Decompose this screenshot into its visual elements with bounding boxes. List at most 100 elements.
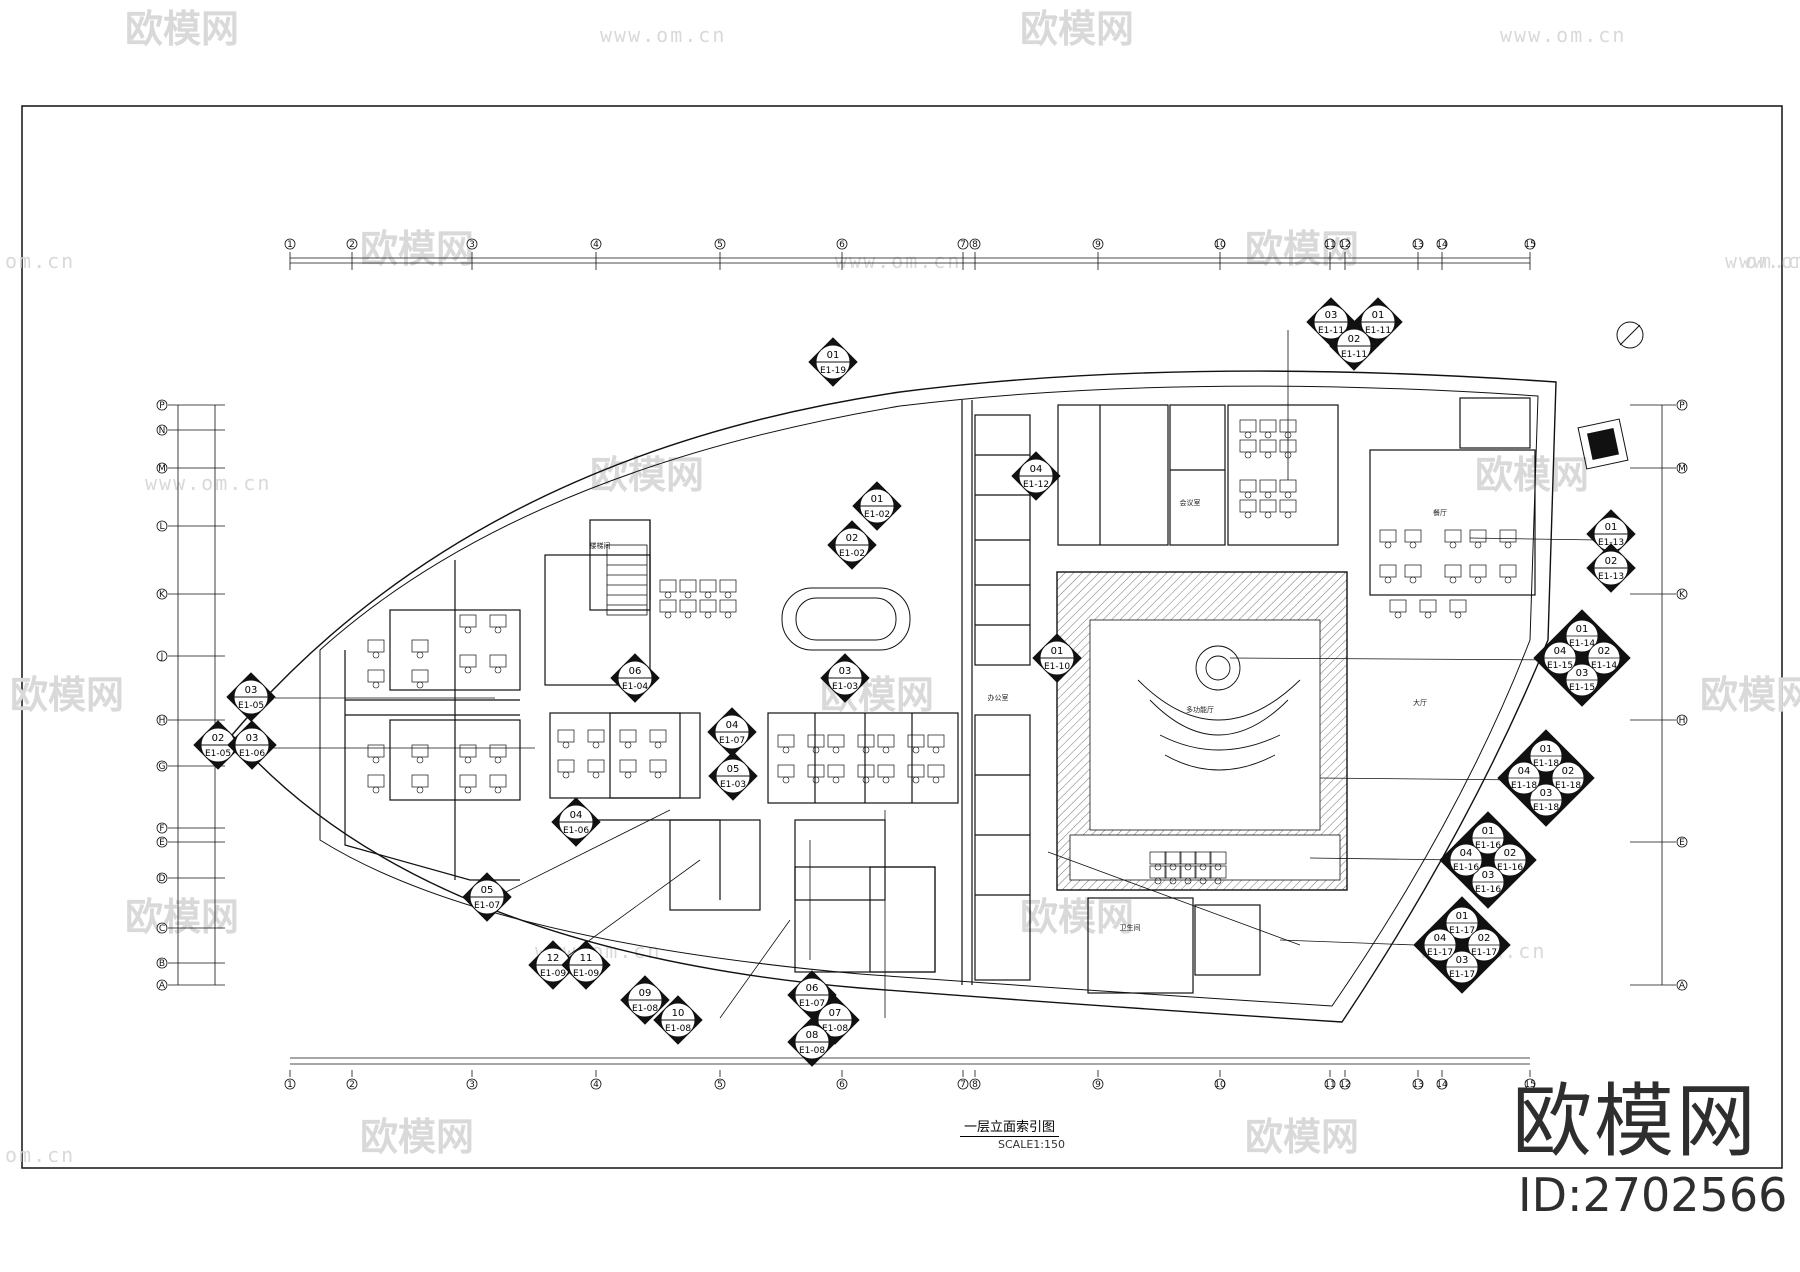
desk	[411, 744, 429, 758]
chair	[562, 771, 570, 779]
grid-column-label: 3	[469, 240, 475, 250]
tag-sheet: E1-18	[1533, 759, 1559, 769]
chair	[1284, 491, 1292, 499]
tag-number: 05	[481, 885, 494, 896]
grid-column-label: 5	[717, 240, 723, 250]
desk	[719, 599, 737, 613]
desk	[367, 744, 385, 758]
tag-number: 01	[1051, 646, 1064, 657]
grid-column-label: 10	[1214, 240, 1226, 250]
top-dimension-line	[290, 257, 1530, 264]
tag-number: 04	[1434, 933, 1447, 944]
watermark-url-short: om.cn	[5, 249, 75, 273]
desk	[489, 654, 507, 668]
tag-sheet: E1-11	[1365, 326, 1391, 336]
tag-number: 01	[1540, 744, 1553, 755]
conference-table	[781, 587, 911, 651]
grid-bubble	[156, 836, 168, 848]
tag-sheet: E1-17	[1471, 948, 1497, 958]
grid-column-label: 13	[1412, 240, 1423, 250]
tag-number: 01	[1372, 310, 1385, 321]
chair	[372, 756, 380, 764]
grid-row-label: A	[159, 981, 166, 991]
tag-sheet: E1-18	[1511, 781, 1537, 791]
chair	[1199, 877, 1207, 885]
desk	[699, 579, 717, 593]
grid-row-label: A	[1679, 981, 1686, 991]
grid-bubble	[156, 424, 168, 436]
chair	[1384, 576, 1392, 584]
chair	[1409, 541, 1417, 549]
chair	[654, 741, 662, 749]
chair	[1264, 451, 1272, 459]
grid-bubble	[156, 957, 168, 969]
grid-bubble	[156, 760, 168, 772]
tag-sheet: E1-07	[474, 901, 500, 911]
grid-bubble	[957, 238, 969, 250]
chair	[932, 746, 940, 754]
desk	[367, 774, 385, 788]
tag-sheet: E1-03	[720, 780, 746, 790]
tag-number: 04	[1460, 848, 1473, 859]
grid-column-label: 8	[972, 240, 978, 250]
grid-column-label: 4	[593, 1080, 599, 1090]
grid-bubble	[1676, 399, 1688, 411]
grid-column-label: 2	[349, 240, 355, 250]
elevator-icon	[1577, 418, 1629, 470]
grid-bubble	[284, 1078, 296, 1090]
grid-bubble	[969, 238, 981, 250]
tag-number: 04	[1030, 464, 1043, 475]
chair	[1214, 877, 1222, 885]
cluster-diamond	[1533, 609, 1631, 707]
leader-lines	[265, 330, 1599, 1019]
tag-number: 02	[846, 533, 859, 544]
desk	[619, 759, 637, 773]
desk	[1499, 564, 1517, 578]
grid-bubble	[1092, 1078, 1104, 1090]
grid-bubble	[1214, 1078, 1226, 1090]
tag-sheet: E1-15	[1547, 661, 1573, 671]
grid-bubble	[156, 922, 168, 934]
desk	[411, 774, 429, 788]
desk	[1259, 439, 1277, 453]
tag-sheet: E1-08	[822, 1024, 848, 1034]
watermark-url: www.om.cn	[600, 23, 726, 47]
grid-row-label: N	[159, 426, 166, 436]
grid-column-label: 15	[1524, 240, 1535, 250]
desk	[411, 639, 429, 653]
grid-bubble	[590, 1078, 602, 1090]
tag-sheet: E1-09	[540, 969, 566, 979]
room-label-meeting: 会议室	[1180, 498, 1201, 507]
tag-number: 02	[1598, 646, 1611, 657]
grid-column-label: 6	[839, 240, 845, 250]
tag-sheet: E1-06	[563, 826, 589, 836]
desk	[1279, 499, 1297, 513]
chair	[832, 746, 840, 754]
tag-sheet: E1-17	[1449, 926, 1475, 936]
grid-bubble	[346, 238, 358, 250]
chair	[624, 771, 632, 779]
grid-row-label: E	[159, 838, 165, 848]
grid-bubble	[1324, 238, 1336, 250]
grid-bubble	[1676, 588, 1688, 600]
chair	[494, 786, 502, 794]
room-label-stairs: 楼梯间	[590, 541, 611, 550]
grid-column-label: 14	[1436, 1080, 1448, 1090]
watermark-logo: 欧模网	[1020, 895, 1134, 939]
chair	[372, 786, 380, 794]
grid-bubble	[156, 714, 168, 726]
tag-sheet: E1-06	[239, 749, 265, 759]
grid-bubble	[1524, 238, 1536, 250]
tag-number: 02	[1478, 933, 1491, 944]
desk	[587, 759, 605, 773]
grid-bubble	[156, 588, 168, 600]
